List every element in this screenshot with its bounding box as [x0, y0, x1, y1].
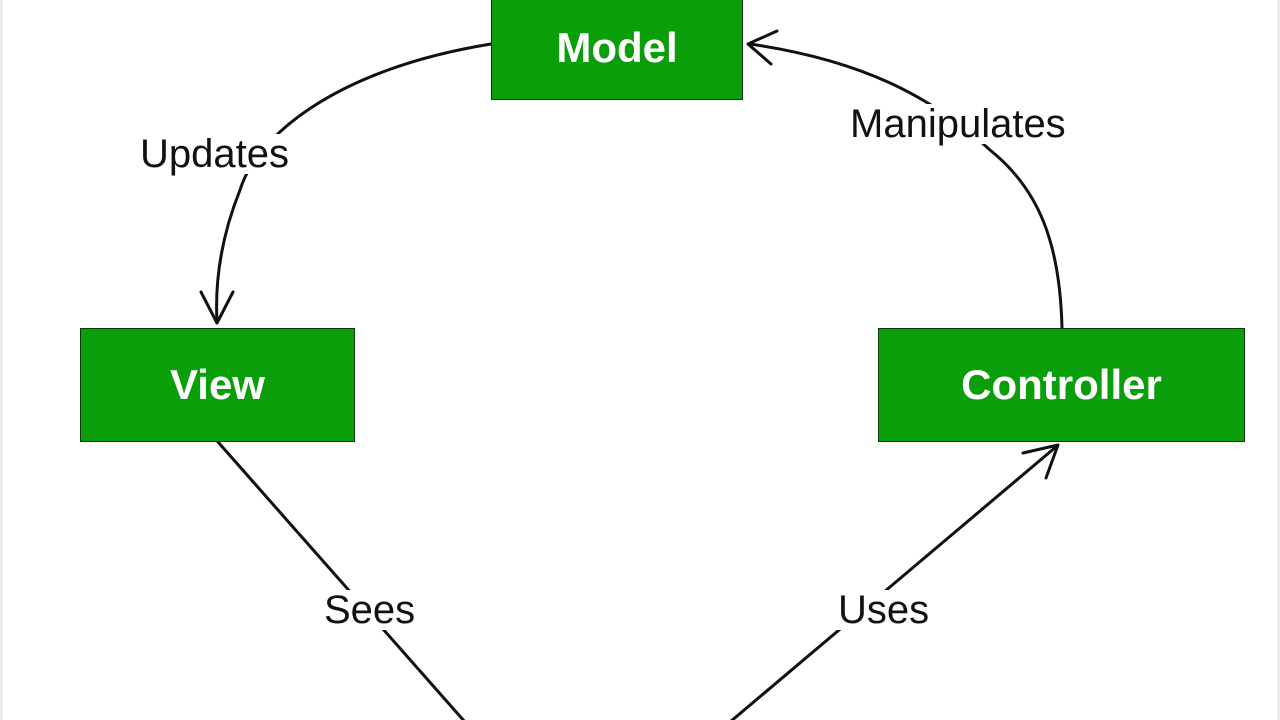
view-node: View [80, 328, 355, 442]
model-label: Model [556, 24, 678, 71]
sees-connector [216, 440, 466, 720]
controller-label: Controller [961, 361, 1162, 408]
right-border [1277, 0, 1280, 720]
updates-connector [215, 42, 493, 324]
controller-node: Controller [878, 328, 1245, 442]
left-border [0, 0, 3, 720]
updates-label: Updates [136, 134, 293, 174]
updates-arrowhead [199, 290, 235, 325]
uses-connector [730, 444, 1059, 720]
model-node: Model [491, 0, 743, 100]
uses-label: Uses [834, 590, 934, 630]
view-label: View [170, 361, 265, 408]
uses-arrowhead [1021, 443, 1060, 480]
manipulates-connector [748, 42, 1064, 330]
manipulates-arrowhead [746, 29, 779, 66]
sees-label: Sees [320, 590, 420, 630]
manipulates-label: Manipulates [846, 104, 1070, 144]
